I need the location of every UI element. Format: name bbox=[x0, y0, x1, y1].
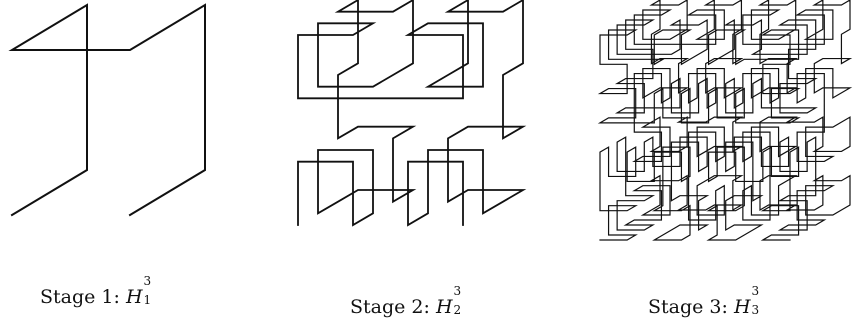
stage-1-subscript: 1 bbox=[143, 293, 152, 307]
stage-2-caption-text: Stage 2: bbox=[350, 296, 430, 318]
stage-2-symbol: H bbox=[435, 296, 453, 318]
hilbert-curve-stage-2 bbox=[297, 0, 527, 227]
stage-2-superscript: 3 bbox=[453, 284, 462, 298]
stage-3-caption-text: Stage 3: bbox=[648, 296, 728, 318]
curve-path-stage-2 bbox=[297, 0, 527, 227]
hilbert-curve-stage-3 bbox=[597, 0, 853, 241]
stage-3-superscript: 3 bbox=[751, 284, 760, 298]
stage-1-caption-text: Stage 1: bbox=[40, 286, 120, 308]
stage-1-symbol: H bbox=[125, 286, 143, 308]
stage-3-subscript: 3 bbox=[751, 303, 760, 317]
curve-path-stage-1 bbox=[8, 3, 206, 217]
stage-1-superscript: 3 bbox=[143, 274, 152, 288]
curve-path-stage-3 bbox=[597, 0, 853, 241]
stage-3-symbol: H bbox=[733, 296, 751, 318]
stage-2-subscript: 2 bbox=[453, 303, 462, 317]
hilbert-curve-stage-1 bbox=[8, 3, 206, 217]
